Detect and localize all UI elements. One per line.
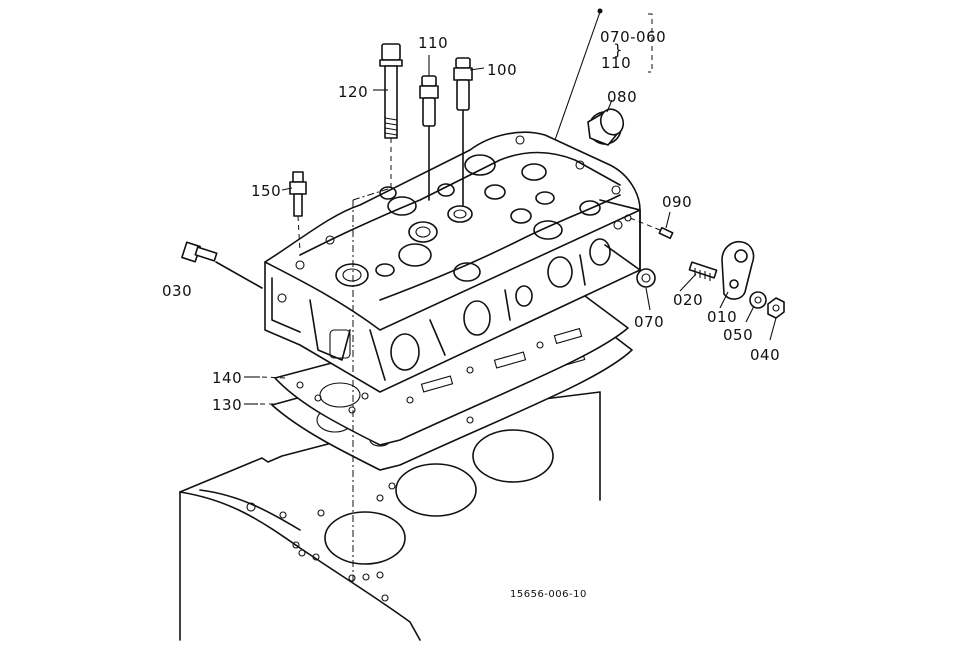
leader-lines xyxy=(244,8,777,405)
label-120: 120 xyxy=(338,83,368,101)
label-140: 140 xyxy=(212,369,242,387)
label-brace: } xyxy=(613,41,623,59)
bolt-120 xyxy=(379,43,403,188)
label-130: 130 xyxy=(212,396,242,414)
label-030: 030 xyxy=(162,282,192,300)
cylinder-head xyxy=(264,131,641,393)
label-110-range: 110 xyxy=(601,54,631,72)
nut-040 xyxy=(767,297,785,319)
label-010: 010 xyxy=(707,308,737,326)
label-090: 090 xyxy=(662,193,692,211)
gasket-140 xyxy=(274,295,629,446)
label-110: 110 xyxy=(418,34,448,52)
stud-020 xyxy=(688,261,718,281)
glow-plug-150 xyxy=(289,171,307,253)
valve-guide-100 xyxy=(453,57,473,206)
drawing-code: 15656-006-10 xyxy=(510,589,587,600)
label-040: 040 xyxy=(750,346,780,364)
label-150: 150 xyxy=(251,182,281,200)
washer-050 xyxy=(749,291,767,309)
label-050: 050 xyxy=(723,326,753,344)
label-080: 080 xyxy=(607,88,637,106)
assembly-center-line xyxy=(352,187,392,585)
bolt-030 xyxy=(181,241,263,289)
hanger-010 xyxy=(721,240,755,300)
part-labels: 070-060 } 110 110 100 120 080 150 090 03… xyxy=(162,28,780,600)
label-020: 020 xyxy=(673,291,703,309)
plug-080 xyxy=(587,108,625,146)
label-070-060-line1: 070-060 xyxy=(600,28,666,46)
valve-guide-110 xyxy=(419,75,439,201)
washer-070 xyxy=(636,268,656,288)
label-100: 100 xyxy=(487,61,517,79)
stud-090 xyxy=(629,217,674,240)
label-070: 070 xyxy=(634,313,664,331)
